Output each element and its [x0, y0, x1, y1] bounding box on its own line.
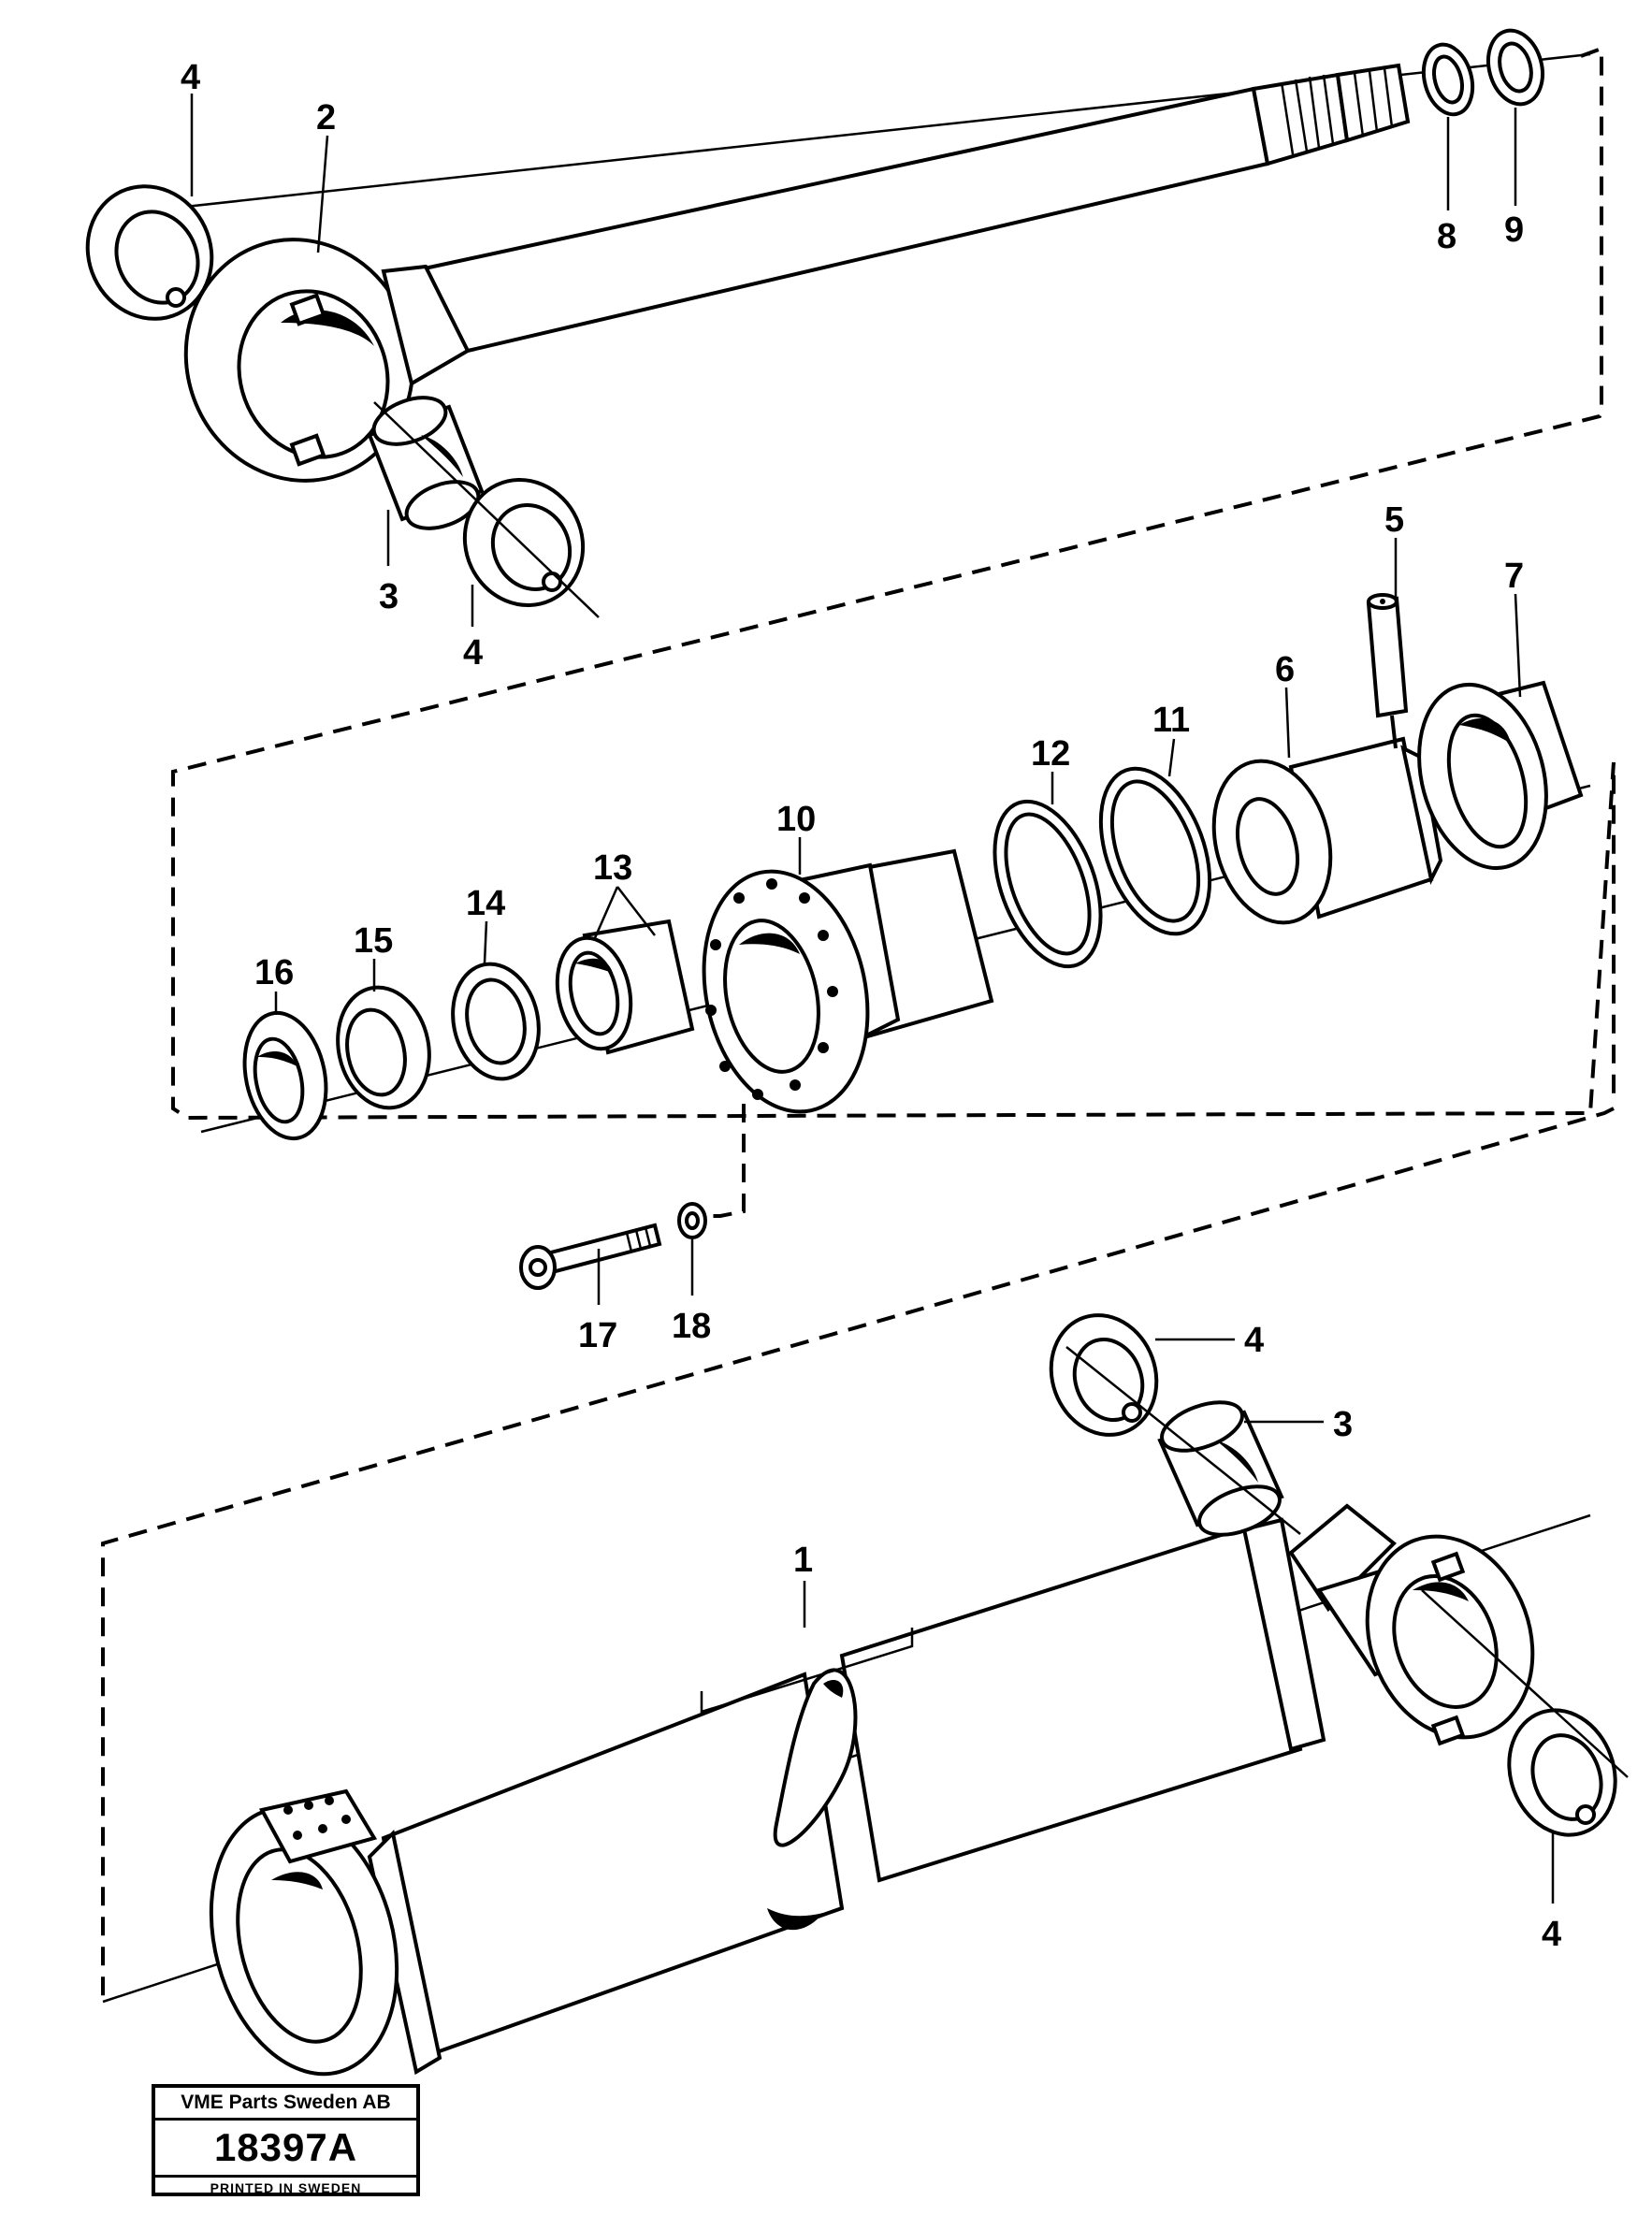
piston-nut-7 [1417, 680, 1584, 871]
callout-4-bottom-upper: 4 [1244, 1321, 1264, 1360]
retaining-ring-4-bottom-upper [1049, 1313, 1159, 1437]
callout-4-top-left: 4 [181, 58, 200, 97]
callout-8: 8 [1437, 217, 1456, 256]
seal-ring-8 [1421, 42, 1475, 117]
callout-9: 9 [1504, 210, 1524, 250]
lock-pin-5 [1366, 593, 1409, 749]
title-stamp: VME Parts Sweden AB 18397A PRINTED IN SW… [152, 2084, 420, 2196]
callout-numbers: 1 2 3 3 4 4 4 4 5 6 7 8 9 10 11 12 13 14… [181, 58, 1561, 1954]
washer-18 [677, 1202, 707, 1239]
seal-12 [993, 799, 1103, 969]
leader-lines [190, 94, 1555, 1904]
retaining-ring-4-bottom-lower [1507, 1708, 1617, 1837]
ring-11 [1098, 766, 1212, 936]
bushing-3-bottom [1157, 1400, 1284, 1537]
screw-17 [519, 1223, 662, 1290]
seal-14 [451, 962, 541, 1081]
callout-7: 7 [1504, 557, 1524, 596]
cylinder-barrel-1 [209, 1503, 1535, 2077]
callout-14: 14 [466, 884, 505, 923]
washer-9 [1486, 28, 1544, 107]
callout-10: 10 [776, 800, 816, 839]
callout-4-bottom-lower: 4 [1542, 1915, 1561, 1954]
piston-rod [107, 52, 1591, 483]
stamp-printed-note: PRINTED IN SWEDEN [210, 2180, 362, 2195]
bushing-13 [555, 919, 695, 1055]
bushing-3-top [367, 396, 485, 530]
callout-15: 15 [354, 921, 393, 961]
retaining-ring-4-top-left [85, 184, 214, 321]
assembly-outline [101, 46, 1616, 2006]
callout-1: 1 [793, 1541, 813, 1580]
callout-18: 18 [672, 1307, 711, 1346]
callout-17: 17 [578, 1316, 617, 1355]
wiper-seal-16 [242, 1010, 328, 1141]
callout-3-top: 3 [379, 577, 399, 616]
callout-12: 12 [1031, 734, 1070, 774]
callout-13: 13 [593, 848, 632, 888]
piston-6 [1211, 736, 1443, 925]
callout-2: 2 [316, 98, 336, 138]
callout-5: 5 [1384, 500, 1404, 540]
callout-4-top-middle: 4 [463, 633, 483, 673]
callout-6: 6 [1275, 650, 1295, 689]
stamp-company: VME Parts Sweden AB [155, 2088, 416, 2121]
guide-ring-15 [336, 985, 431, 1110]
stamp-drawing-number: 18397A [155, 2121, 416, 2178]
cylinder-head-10 [702, 848, 994, 1114]
callout-3-bottom: 3 [1333, 1405, 1353, 1444]
callout-11: 11 [1152, 701, 1190, 740]
callout-16: 16 [254, 953, 294, 992]
